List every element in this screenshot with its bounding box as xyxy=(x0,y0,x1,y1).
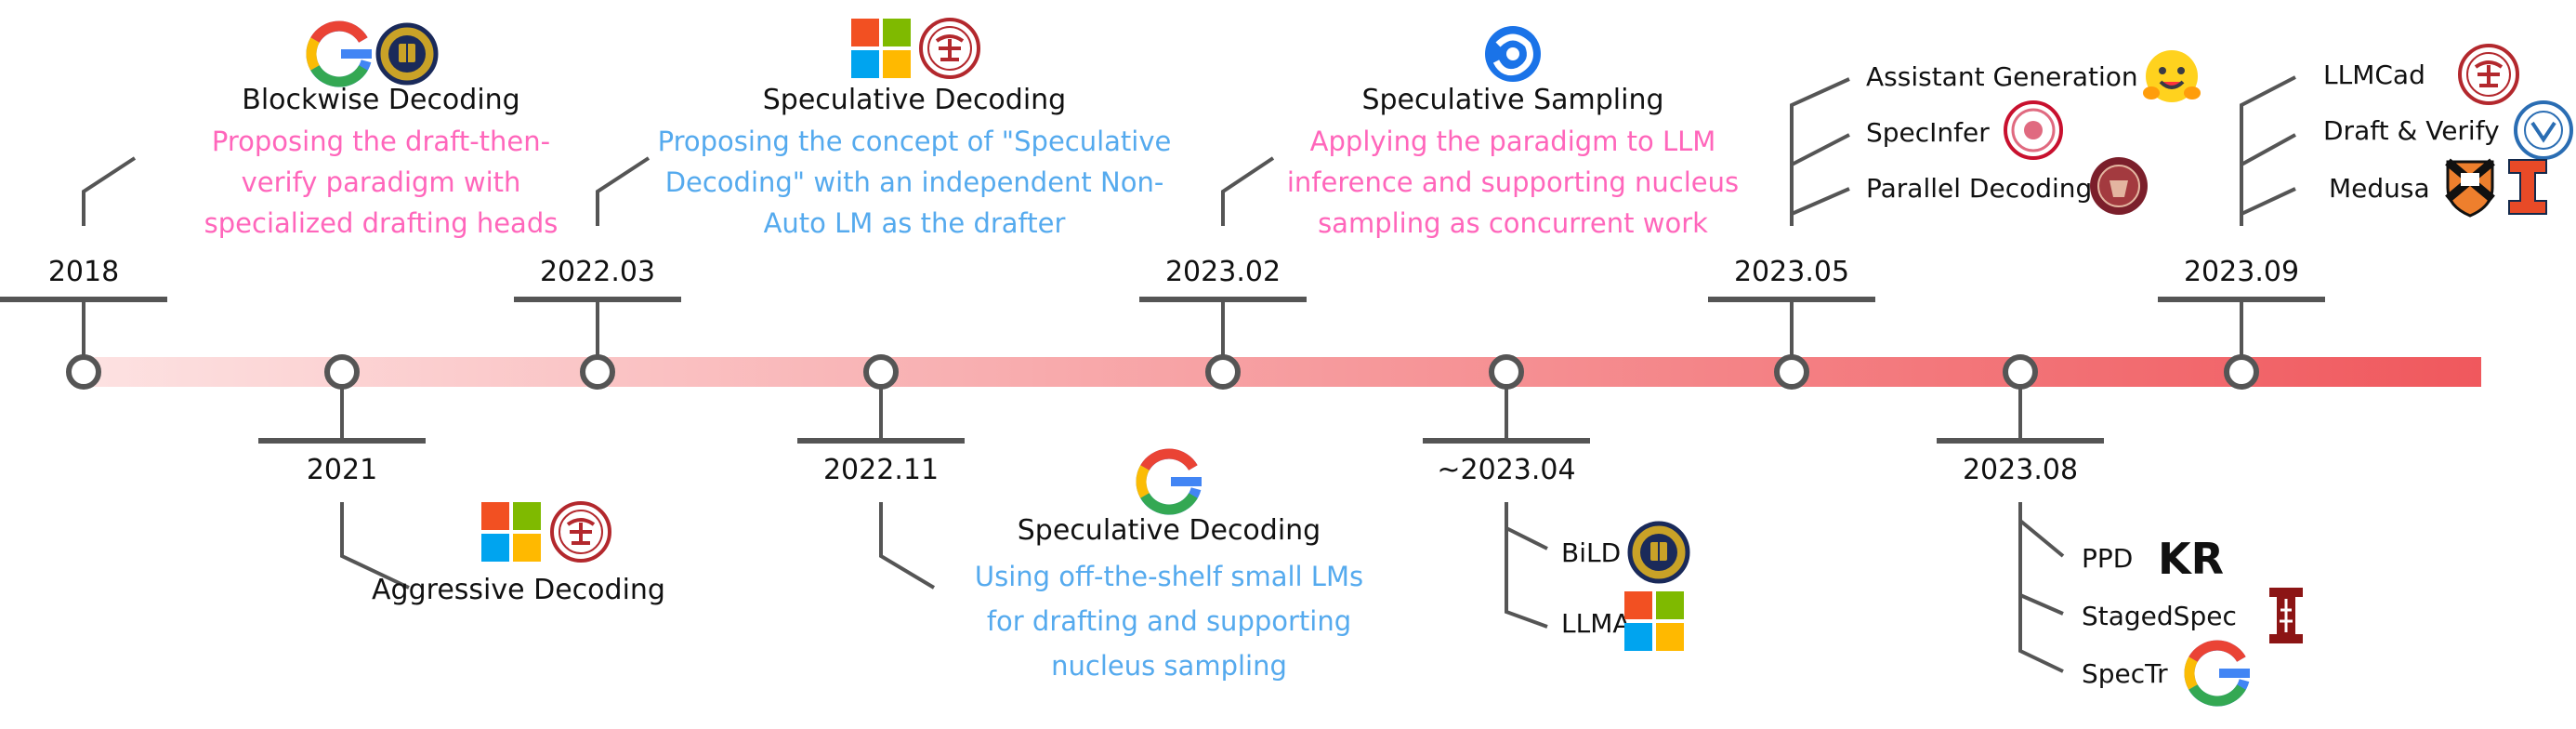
description-line: verify paradigm with xyxy=(242,166,521,198)
timeline-node xyxy=(324,354,360,390)
milestone-title: Blockwise Decoding xyxy=(242,84,519,116)
milestone-2022-03: 2022.03 Speculative Decoding Proposing t… xyxy=(514,18,1172,390)
google-icon xyxy=(2189,645,2250,701)
pku-seal-icon xyxy=(919,18,980,79)
date-label: 2023.05 xyxy=(1734,256,1849,288)
google-icon xyxy=(1141,454,1202,510)
cmu-seal-icon xyxy=(2004,100,2063,160)
method-label: Parallel Decoding xyxy=(1866,173,2092,204)
timeline-node xyxy=(1774,354,1809,390)
milestone-2023-08: 2023.08 PPD KR StagedSpec SpecTr xyxy=(1937,354,2305,701)
milestone-2022-11: 2022.11 Speculative Decoding Using off-t… xyxy=(797,354,1363,682)
description-line: sampling as concurrent work xyxy=(1318,207,1708,239)
berkeley-seal-icon xyxy=(378,25,436,83)
pku-seal-icon xyxy=(550,501,611,563)
description-line: specialized drafting heads xyxy=(204,207,559,239)
method-label: SpecInfer xyxy=(1866,117,1990,148)
method-label: PPD xyxy=(2082,543,2133,574)
microsoft-icon xyxy=(481,502,541,562)
milestone-title: Speculative Decoding xyxy=(763,84,1066,116)
huggingface-icon xyxy=(2141,48,2202,104)
university-seal-icon xyxy=(2514,100,2573,160)
microsoft-icon xyxy=(851,19,911,78)
description-line: nucleus sampling xyxy=(1051,650,1287,682)
description-line: Using off-the-shelf small LMs xyxy=(975,561,1363,592)
date-label: 2023.08 xyxy=(1963,454,2078,486)
description-line: Applying the paradigm to LLM xyxy=(1310,126,1716,157)
description-line: for drafting and supporting xyxy=(987,605,1351,637)
date-label: 2023.02 xyxy=(1165,256,1281,288)
timeline-node xyxy=(2224,354,2259,390)
milestone-title: Speculative Sampling xyxy=(1361,84,1663,116)
method-label: SpecTr xyxy=(2082,658,2168,689)
timeline-node xyxy=(580,354,615,390)
method-label: StagedSpec xyxy=(2082,601,2237,631)
date-label: 2021 xyxy=(307,454,377,486)
description-line: Proposing the concept of "Speculative xyxy=(658,126,1172,157)
date-label: ~2023.04 xyxy=(1437,454,1575,486)
milestone-2023-09: 2023.09 LLMCad Draft & Verify Medusa xyxy=(2158,44,2573,390)
princeton-icon xyxy=(2448,162,2492,216)
milestone-2023-05: 2023.05 Assistant Generation SpecInfer P… xyxy=(1708,48,2202,390)
date-label: 2023.09 xyxy=(2184,256,2299,288)
method-label: LLMCad xyxy=(2323,60,2425,90)
date-label: 2022.03 xyxy=(540,256,655,288)
milestone-title: Aggressive Decoding xyxy=(372,574,665,606)
google-icon xyxy=(311,26,372,82)
timeline-node xyxy=(1489,354,1524,390)
stanford-icon xyxy=(2267,586,2305,645)
milestone-title: Speculative Decoding xyxy=(1018,514,1321,547)
method-label: LLMA xyxy=(1561,608,1631,639)
berkeley-seal-icon xyxy=(1630,524,1688,581)
description-line: Auto LM as the drafter xyxy=(764,207,1066,239)
milestone-2021: 2021 Aggressive Decoding xyxy=(258,354,665,606)
method-label: Draft & Verify xyxy=(2323,115,2500,146)
description-line: Proposing the draft-then- xyxy=(212,126,550,157)
parallel-seal-icon xyxy=(2089,156,2149,216)
date-label: 2018 xyxy=(48,256,119,288)
description-line: inference and supporting nucleus xyxy=(1287,166,1739,198)
timeline-node xyxy=(1205,354,1241,390)
milestone-2023-04: ~2023.04 BiLD LLMA xyxy=(1423,354,1688,651)
timeline-bar xyxy=(84,357,2481,387)
deepmind-icon xyxy=(1485,26,1541,82)
microsoft-icon xyxy=(1624,591,1684,651)
milestone-2018: 2018 Blockwise Decoding Proposing the dr… xyxy=(0,25,559,390)
pku-seal-icon xyxy=(2458,44,2519,105)
illinois-icon xyxy=(2507,159,2548,215)
milestone-2023-02: 2023.02 Speculative Sampling Applying th… xyxy=(1139,26,1739,390)
method-label: Medusa xyxy=(2329,173,2430,204)
date-label: 2022.11 xyxy=(823,454,939,486)
timeline-node xyxy=(2003,354,2038,390)
timeline-node xyxy=(66,354,101,390)
method-label: Assistant Generation xyxy=(1866,61,2138,92)
method-label: BiLD xyxy=(1561,537,1621,568)
description-line: Decoding" with an independent Non- xyxy=(665,166,1164,198)
kr-logo-icon: KR xyxy=(2158,534,2224,584)
timeline-node xyxy=(863,354,899,390)
